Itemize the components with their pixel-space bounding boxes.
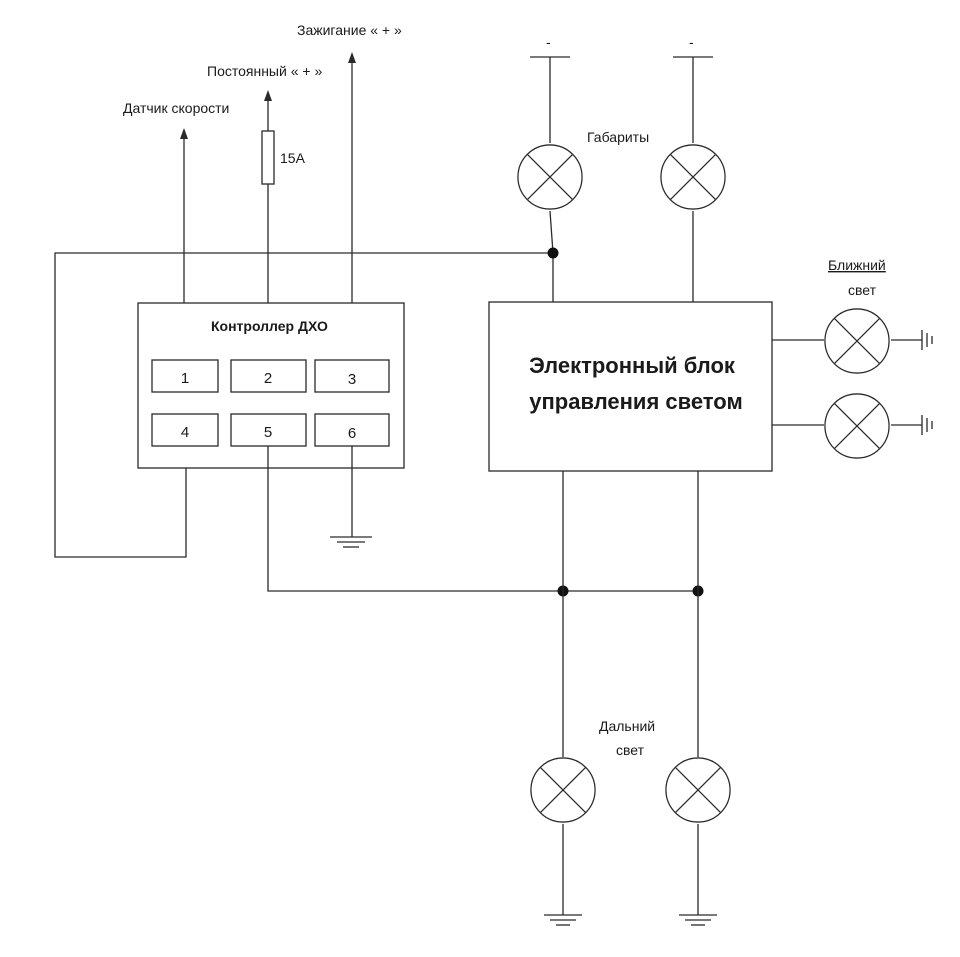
fuse-rating-label: 15А bbox=[280, 150, 306, 166]
speed-sensor-label: Датчик скорости bbox=[123, 100, 229, 116]
low-beam-light-top bbox=[772, 308, 933, 374]
junction-dot bbox=[547, 247, 559, 259]
controller-title: Контроллер ДХО bbox=[211, 318, 328, 334]
ignition-plus-label: Зажигание « + » bbox=[297, 22, 402, 38]
pin-4-label: 4 bbox=[181, 424, 189, 441]
drl-controller bbox=[137, 302, 405, 469]
light-unit-title-line2: управления светом bbox=[529, 389, 742, 414]
pin-3 bbox=[314, 359, 390, 393]
pin-2-label: 2 bbox=[264, 370, 272, 387]
high-beam-label-line1: Дальний bbox=[599, 718, 655, 734]
pin6-ground bbox=[330, 446, 372, 548]
constant-plus-label: Постоянный « + » bbox=[207, 63, 322, 79]
high-beam-label-line2: свет bbox=[616, 742, 645, 758]
pin-3-label: 3 bbox=[348, 371, 356, 388]
ground-symbol-left: - bbox=[546, 34, 551, 50]
pin4-loop-wire bbox=[54, 252, 553, 558]
parking-light-right bbox=[660, 56, 726, 302]
pin-4 bbox=[151, 413, 219, 447]
low-beam-label-line2: свет bbox=[848, 282, 877, 298]
light-unit-title-line1: Электронный блок bbox=[529, 353, 736, 378]
ground-symbol-right: - bbox=[689, 34, 694, 50]
pin-5 bbox=[230, 413, 307, 447]
pin-2 bbox=[230, 359, 307, 393]
high-beam-light-right bbox=[665, 471, 731, 926]
low-beam-label-line1: Ближний bbox=[828, 257, 886, 273]
fuse bbox=[261, 130, 275, 185]
parking-light-left bbox=[517, 56, 583, 302]
low-beam-light-bottom bbox=[772, 393, 933, 459]
pin-6-label: 6 bbox=[348, 425, 356, 442]
pin-5-label: 5 bbox=[264, 424, 272, 441]
parking-lights-label: Габариты bbox=[587, 129, 649, 145]
light-control-unit bbox=[488, 301, 773, 472]
pin-6 bbox=[314, 413, 390, 447]
pin-1-label: 1 bbox=[181, 370, 189, 387]
pin-1 bbox=[151, 359, 219, 393]
high-beam-light-left bbox=[530, 471, 596, 926]
